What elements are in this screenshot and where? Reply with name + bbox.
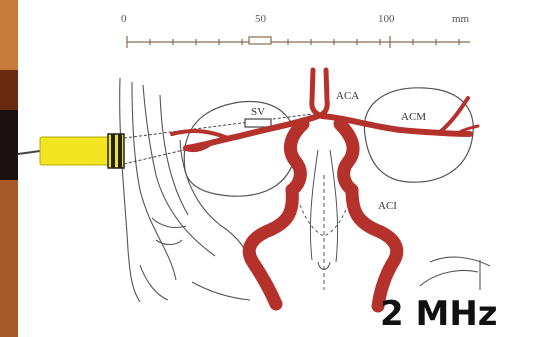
left-photo-strip — [0, 0, 18, 337]
sv-label: SV — [251, 106, 265, 118]
mca-left-branch-a — [172, 131, 228, 138]
mca-right-branch-a — [440, 98, 468, 132]
lower-right-outline — [420, 257, 490, 290]
acm-label: ACM — [401, 111, 426, 123]
ica-left-vessel — [249, 124, 303, 304]
aci-label: ACI — [378, 200, 397, 212]
aca-label: ACA — [336, 90, 359, 102]
frequency-caption: 2 MHz — [380, 294, 498, 334]
probe-cable — [18, 151, 40, 154]
sample-volume-box — [245, 119, 271, 127]
artery-tree — [172, 70, 478, 306]
ultrasound-probe-icon — [40, 134, 124, 168]
aca-left-vessel — [312, 70, 318, 114]
scale-tick-100: 100 — [378, 13, 395, 25]
aca-right-vessel — [322, 70, 327, 114]
scale-tick-50: 50 — [255, 13, 267, 25]
skull-outline — [120, 78, 250, 302]
scale-unit: mm — [452, 13, 470, 25]
scale-bar — [127, 36, 470, 48]
scale-tick-0: 0 — [121, 13, 127, 25]
